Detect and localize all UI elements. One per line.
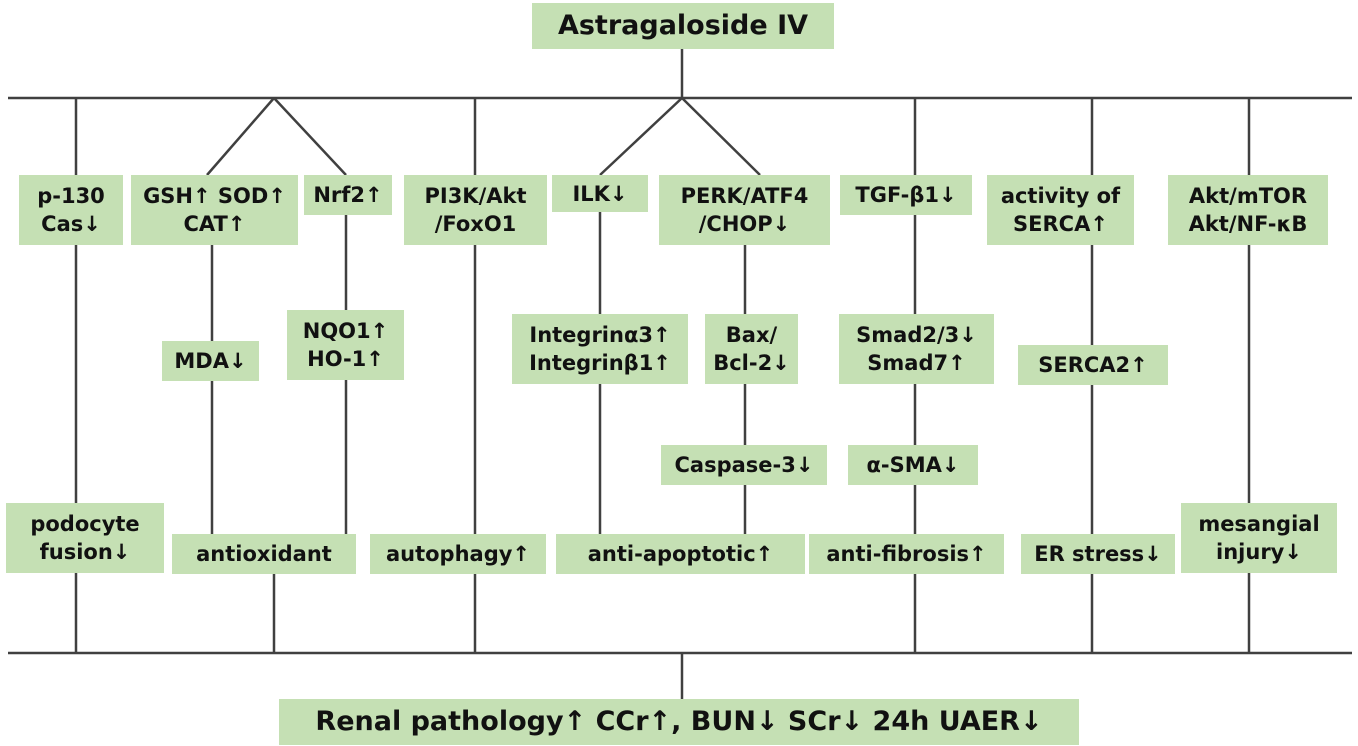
node-integrin: Integrinα3↑ Integrinβ1↑ [512, 314, 688, 384]
node-serca-activity: activity of SERCA↑ [987, 175, 1134, 245]
branch-perk [681, 97, 761, 176]
node-serca2: SERCA2↑ [1018, 345, 1168, 385]
node-bax-bcl2: Bax/ Bcl-2↓ [705, 314, 798, 384]
bottom-node-renal-outcome: Renal pathology↑ CCr↑, BUN↓ SCr↓ 24h UAE… [279, 699, 1079, 745]
node-caspase3: Caspase-3↓ [661, 445, 827, 485]
node-nqo1-ho1: NQO1↑ HO-1↑ [287, 310, 404, 380]
node-p130-cas: p-130 Cas↓ [19, 175, 123, 245]
node-akt-mtor-nfkb: Akt/mTOR Akt/NF-κB [1168, 175, 1328, 245]
outcome-anti-apoptotic: anti-apoptotic↑ [556, 534, 805, 574]
node-nrf2: Nrf2↑ [304, 175, 392, 215]
outcome-antioxidant: antioxidant [172, 534, 356, 574]
node-tgf-beta1: TGF-β1↓ [840, 175, 972, 215]
outcome-mesangial-injury: mesangial injury↓ [1181, 503, 1337, 573]
branch-nrf2 [273, 97, 347, 176]
outcome-er-stress: ER stress↓ [1021, 534, 1175, 574]
node-mda: MDA↓ [162, 341, 259, 381]
outcome-podocyte-fusion: podocyte fusion↓ [6, 503, 164, 573]
node-smad: Smad2/3↓ Smad7↑ [839, 314, 994, 384]
outcome-autophagy: autophagy↑ [370, 534, 546, 574]
branch-ilk [599, 97, 683, 176]
branch-gsh [206, 97, 275, 176]
node-gsh-sod-cat: GSH↑ SOD↑ CAT↑ [131, 175, 298, 245]
node-alpha-sma: α-SMA↓ [848, 445, 978, 485]
node-ilk: ILK↓ [552, 175, 648, 212]
node-perk-atf4-chop: PERK/ATF4 /CHOP↓ [659, 175, 830, 245]
node-pi3k-akt-foxo1: PI3K/Akt /FoxO1 [404, 175, 547, 245]
outcome-anti-fibrosis: anti-fibrosis↑ [809, 534, 1004, 574]
top-node-astragaloside: Astragaloside IV [532, 3, 834, 49]
